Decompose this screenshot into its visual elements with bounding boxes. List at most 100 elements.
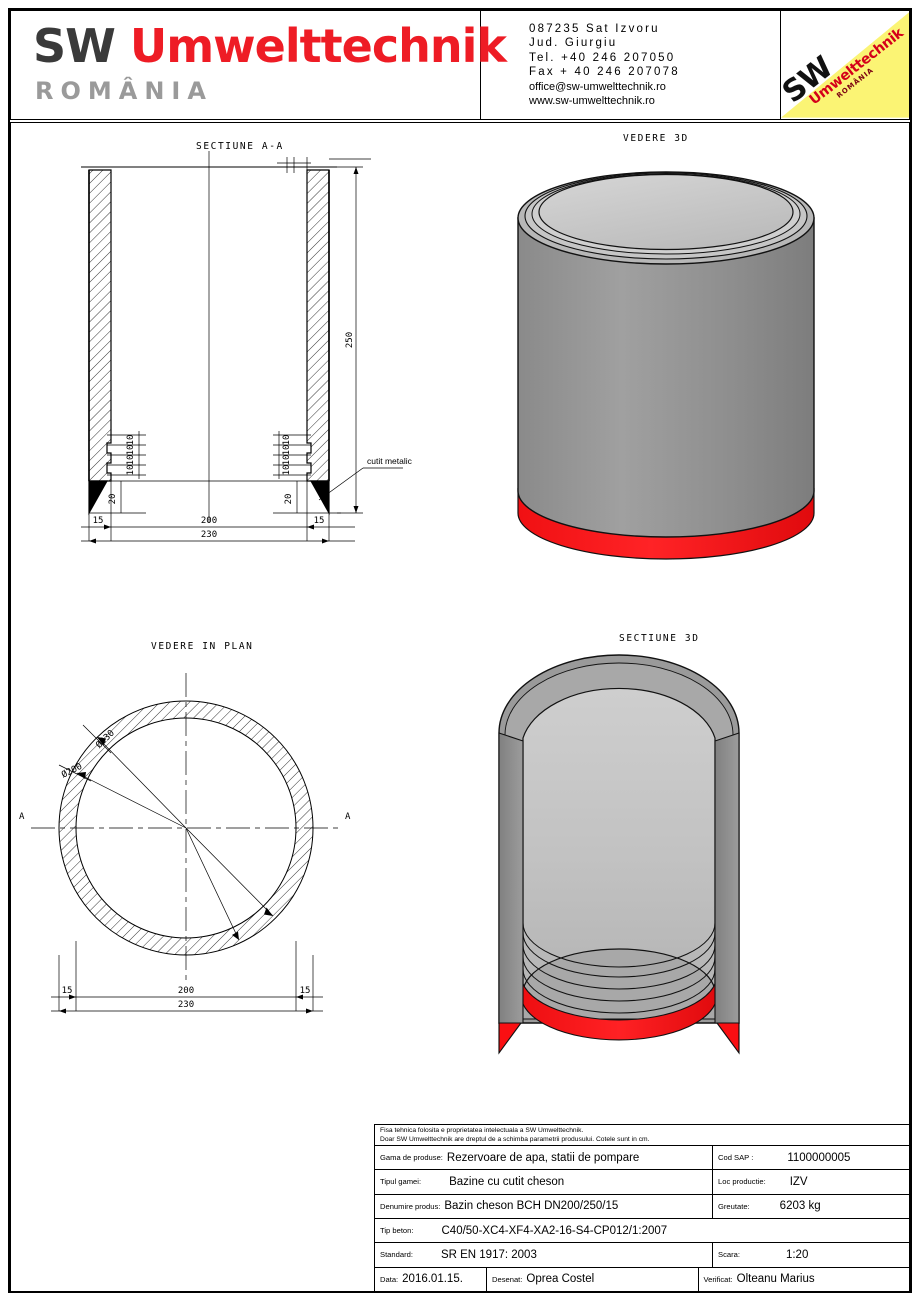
- logo-country-text: ROMÂNIA: [35, 77, 213, 105]
- dim-height-250-label: 250: [345, 332, 355, 348]
- dim-step-r2: 10: [282, 445, 292, 456]
- plan-dim-chain: 200 15 15 230: [51, 941, 323, 1014]
- label-scara: Scara:: [718, 1250, 740, 1260]
- view-3d-body: [517, 217, 815, 538]
- cell-verificat: Verificat: Olteanu Marius: [699, 1268, 910, 1291]
- dim-step-l4: 10: [126, 465, 136, 476]
- company-logo-block: SW Umwelttechnik ROMÂNIA: [11, 11, 507, 119]
- value-denumire-produs: Bazin cheson BCH DN200/250/15: [444, 1200, 619, 1213]
- contact-block: 087235 Sat Izvoru Jud. Giurgiu Tel. +40 …: [481, 11, 781, 119]
- label-desenat: Desenat:: [492, 1274, 523, 1284]
- value-verificat: Olteanu Marius: [736, 1273, 815, 1286]
- contact-address-line1: 087235 Sat Izvoru: [529, 22, 660, 35]
- view-section-aa: SECTIUNE A-A: [11, 123, 461, 563]
- contact-website: www.sw-umwelttechnik.ro: [529, 95, 655, 107]
- contact-email: office@sw-umwelttechnik.ro: [529, 80, 666, 93]
- label-tipul-gamei: Tipul gamei:: [380, 1177, 422, 1187]
- value-tip-beton: C40/50-XC4-XF4-XA2-16-S4-CP012/1:2007: [441, 1224, 668, 1237]
- value-standard: SR EN 1917: 2003: [440, 1248, 537, 1261]
- contact-phone: Tel. +40 246 207050: [529, 51, 676, 64]
- value-cod-sap: 1100000005: [787, 1151, 851, 1164]
- dim-total-230-label: 230: [201, 530, 217, 540]
- dim-wall-right-15-label: 15: [314, 516, 325, 526]
- label-loc-productie: Loc productie:: [718, 1177, 766, 1187]
- label-data: Data:: [380, 1274, 399, 1284]
- view-plan: VEDERE IN PLAN: [11, 623, 461, 1043]
- title-block-row-semnaturi: Data: 2016.01.15. Desenat: Oprea Costel …: [375, 1267, 910, 1291]
- value-data: 2016.01.15.: [402, 1273, 463, 1286]
- dim-step-l2: 10: [126, 445, 136, 456]
- cell-gama-de-produse: Gama de produse: Rezervoare de apa, stat…: [375, 1146, 713, 1170]
- title-block-row-gama: Gama de produse: Rezervoare de apa, stat…: [375, 1146, 909, 1171]
- plan-dim-inner-200-label: 200: [178, 986, 194, 996]
- dim-step-r1: 10: [282, 435, 292, 446]
- section-3d-cut-walls: [498, 732, 740, 1053]
- section-aa-right-wall: [306, 169, 330, 516]
- dim-bottom-chain: 200 15 15 230: [81, 481, 355, 544]
- badge-background: [781, 12, 909, 118]
- section-aa-left-wall: [88, 169, 112, 516]
- title-block: Fisa tehnica folosita e proprietatea int…: [374, 1124, 910, 1292]
- plan-center-lines: [31, 673, 341, 983]
- value-loc-productie: IZV: [789, 1175, 808, 1188]
- cell-standard: Standard: SR EN 1917: 2003: [375, 1243, 713, 1267]
- logo-sw-text: SW: [33, 19, 116, 73]
- cell-tipul-gamei: Tipul gamei: Bazine cu cutit cheson: [375, 1170, 713, 1194]
- contact-fax: Fax + 40 246 207078: [529, 66, 680, 78]
- dim-blade-left-20: 20: [89, 481, 146, 514]
- section-3d-drawing: [498, 654, 740, 1055]
- plan-dim-total-230-label: 230: [178, 1000, 194, 1010]
- label-tip-beton: Tip beton:: [380, 1226, 414, 1236]
- logo-badge: SW Umwelttechnik ROMÂNIA: [781, 11, 909, 119]
- cell-tip-beton: Tip beton: C40/50-XC4-XF4-XA2-16-S4-CP01…: [375, 1219, 909, 1242]
- plan-section-markers: A A: [19, 812, 351, 822]
- logo-umwelttechnik-text: Umwelttechnik: [129, 19, 507, 73]
- label-standard: Standard:: [380, 1250, 413, 1260]
- value-greutate: 6203 kg: [779, 1200, 821, 1213]
- label-greutate: Greutate:: [718, 1201, 750, 1211]
- dim-step-l1: 10: [126, 435, 136, 446]
- title-block-row-denumire: Denumire produs: Bazin cheson BCH DN200/…: [375, 1194, 909, 1219]
- label-cod-sap: Cod SAP :: [718, 1153, 754, 1163]
- plan-dim-wall-left-label: 15: [62, 986, 73, 996]
- dim-step-r4: 10: [282, 465, 292, 476]
- cell-greutate: Greutate: 6203 kg: [713, 1195, 909, 1218]
- value-gama-de-produse: Rezervoare de apa, statii de pompare: [446, 1151, 640, 1164]
- note-line-2: Doar SW Umwelttechnik are dreptul de a s…: [380, 1136, 650, 1143]
- plan-section-mark-left: A: [19, 812, 25, 822]
- note-line-1: Fisa tehnica folosita e proprietatea int…: [380, 1127, 584, 1134]
- annotation-cutit-metalic: cutit metalic: [318, 456, 413, 501]
- label-gama-de-produse: Gama de produse:: [380, 1153, 443, 1163]
- dim-blade-left-label: 20: [108, 494, 118, 505]
- title-block-row-tip-beton: Tip beton: C40/50-XC4-XF4-XA2-16-S4-CP01…: [375, 1219, 909, 1244]
- section-aa-top-detail: [277, 157, 371, 173]
- value-scara: 1:20: [785, 1248, 809, 1261]
- dim-wall-left-15-label: 15: [93, 516, 104, 526]
- label-denumire-produs: Denumire produs:: [380, 1201, 441, 1211]
- dim-step-r3: 10: [282, 455, 292, 466]
- view-section-3d: SECTIUNE 3D: [461, 623, 909, 1073]
- view-3d-title: VEDERE 3D: [623, 133, 689, 144]
- plan-section-mark-right: A: [345, 812, 351, 822]
- cell-cod-sap: Cod SAP : 1100000005: [713, 1146, 909, 1169]
- drawing-area: SECTIUNE A-A: [10, 122, 910, 1292]
- dim-blade-right-label: 20: [284, 494, 294, 505]
- dim-inner-200-label: 200: [201, 516, 217, 526]
- company-logo-text: SW Umwelttechnik: [33, 23, 507, 69]
- section-aa-drawing: 250 10 10 10 10: [81, 151, 413, 544]
- view-3d-drawing: [517, 171, 815, 560]
- dim-step-l3: 10: [126, 455, 136, 466]
- cell-denumire-produs: Denumire produs: Bazin cheson BCH DN200/…: [375, 1194, 713, 1218]
- dim-height-250: 250: [337, 166, 363, 514]
- cell-desenat: Desenat: Oprea Costel: [487, 1267, 699, 1291]
- cell-scara: Scara: 1:20: [713, 1243, 909, 1266]
- section-3d-title: SECTIUNE 3D: [619, 633, 700, 644]
- plan-ring: [11, 623, 461, 1043]
- cell-data: Data: 2016.01.15.: [375, 1267, 487, 1291]
- title-block-row-standard: Standard: SR EN 1917: 2003 Scara: 1:20: [375, 1243, 909, 1268]
- title-block-row-tipul-gamei: Tipul gamei: Bazine cu cutit cheson Loc …: [375, 1170, 909, 1195]
- label-verificat: Verificat:: [703, 1274, 733, 1284]
- plan-drawing: A A Ø230 Ø200: [11, 623, 461, 1043]
- dim-steps-left: 10 10 10 10: [107, 431, 146, 479]
- value-tipul-gamei: Bazine cu cutit cheson: [449, 1175, 565, 1188]
